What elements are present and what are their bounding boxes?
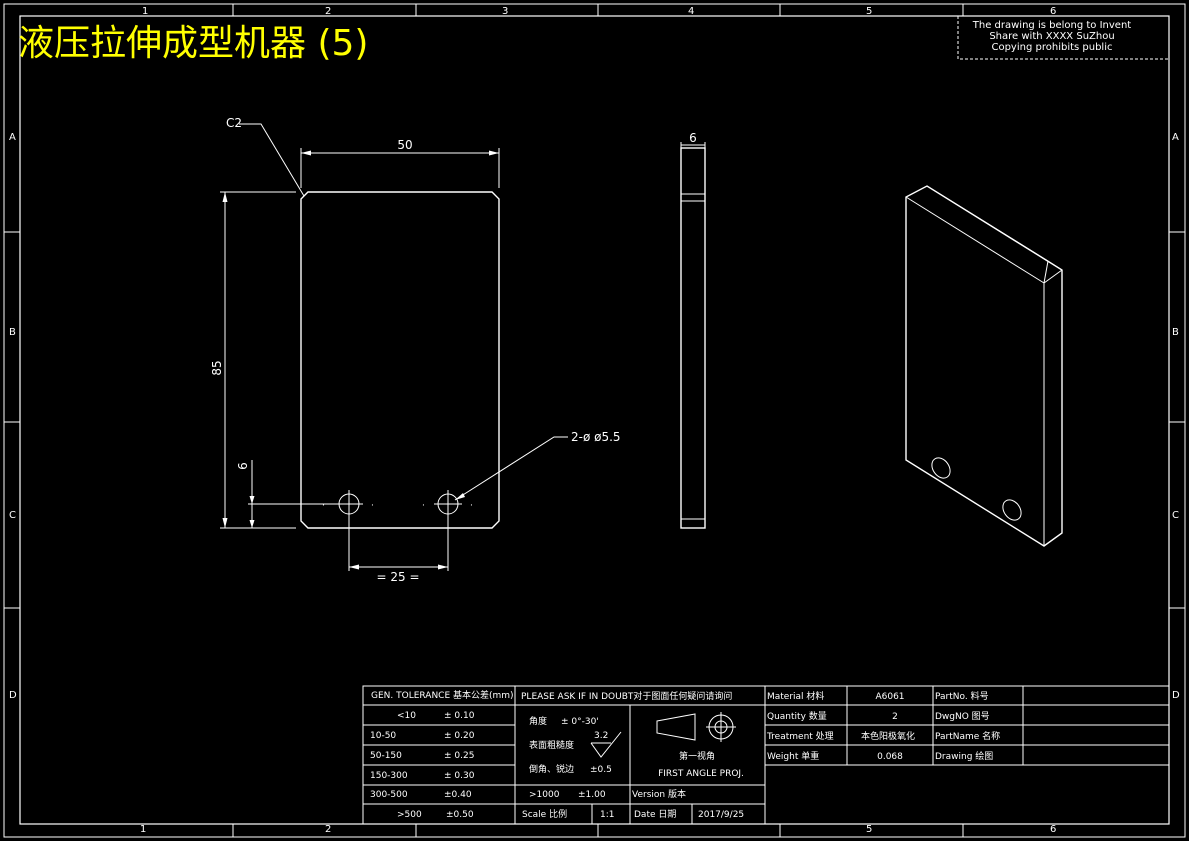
- zone-col-3-top: 3: [502, 6, 508, 17]
- svg-text:角度: 角度: [529, 715, 547, 727]
- svg-text:±0.5: ±0.5: [590, 765, 612, 775]
- treatment-value: 本色阳极氧化: [861, 730, 915, 742]
- dim-hole-offset: 6: [236, 462, 250, 470]
- svg-text:PartNo. 料号: PartNo. 料号: [935, 690, 989, 702]
- isometric-view: [905, 185, 1063, 547]
- title-block: GEN. TOLERANCE 基本公差(mm) <10 ± 0.10 10-50…: [362, 685, 1170, 825]
- svg-text:±1.00: ±1.00: [578, 790, 606, 800]
- zone-col-6-bottom: 6: [1050, 824, 1056, 835]
- svg-text:PartName 名称: PartName 名称: [935, 730, 1000, 742]
- svg-text:50-150: 50-150: [370, 751, 402, 761]
- zone-row-c-left: C: [9, 510, 16, 521]
- svg-text:DwgNO 图号: DwgNO 图号: [935, 711, 990, 722]
- svg-text:·: ·: [422, 501, 425, 511]
- zone-col-4-top: 4: [688, 6, 694, 17]
- zone-row-a-right: A: [1172, 132, 1179, 143]
- zone-col-1-top: 1: [142, 6, 148, 17]
- zone-col-5-top: 5: [866, 6, 872, 17]
- svg-text:± 0°-30': ± 0°-30': [561, 717, 599, 727]
- svg-text:>1000: >1000: [529, 790, 560, 800]
- copyright-line-2: Share with XXXX SuZhou: [989, 31, 1114, 42]
- outer-border: [3, 3, 1186, 838]
- svg-text:Scale 比例: Scale 比例: [522, 808, 567, 820]
- svg-text:·: ·: [322, 501, 325, 511]
- projection-label: FIRST ANGLE PROJ.: [658, 769, 744, 779]
- zone-col-2-top: 2: [325, 6, 331, 17]
- roughness-symbol: [590, 731, 622, 758]
- svg-text:Version 版本: Version 版本: [632, 788, 686, 800]
- zone-col-1-bottom: 1: [140, 824, 146, 835]
- svg-text:Weight 单重: Weight 单重: [767, 750, 819, 762]
- projection-cone-icon: [656, 713, 696, 741]
- chamfer-label: C2: [226, 116, 242, 130]
- zone-row-c-right: C: [1172, 510, 1179, 521]
- drawing-title: 液压拉伸成型机器 (5): [18, 23, 368, 64]
- svg-text:10-50: 10-50: [370, 731, 396, 741]
- svg-text:Date 日期: Date 日期: [634, 809, 676, 820]
- inner-border: [19, 15, 1170, 825]
- svg-text:Material 材料: Material 材料: [767, 690, 824, 702]
- svg-text:·: ·: [371, 501, 374, 511]
- svg-text:300-500: 300-500: [370, 790, 408, 800]
- zone-row-a-left: A: [9, 132, 16, 143]
- copyright-line-3: Copying prohibits public: [991, 42, 1112, 53]
- quantity-value: 2: [892, 712, 898, 722]
- svg-text:±0.50: ±0.50: [446, 810, 474, 820]
- zone-col-5-bottom: 5: [866, 824, 872, 835]
- svg-text:·: ·: [470, 501, 473, 511]
- iso-hole-1: [931, 457, 951, 479]
- svg-text:>500: >500: [397, 810, 422, 820]
- svg-text:Quantity 数量: Quantity 数量: [767, 710, 827, 722]
- front-view: · · · · 50 85 6 = 25 = C2 2-ø ø5.5: [210, 116, 621, 584]
- copyright-line-1: The drawing is belong to Invent: [972, 20, 1132, 31]
- zone-row-d-left: D: [9, 690, 17, 701]
- svg-text:第一视角: 第一视角: [679, 750, 715, 762]
- dim-thickness: 6: [689, 131, 697, 145]
- side-view: 6: [680, 131, 706, 529]
- weight-value: 0.068: [877, 752, 903, 762]
- iso-hole-2: [1002, 499, 1022, 521]
- svg-text:Treatment 处理: Treatment 处理: [766, 730, 834, 742]
- doubt-note: PLEASE ASK IF IN DOUBT对于图面任何疑问请询问: [521, 690, 732, 702]
- zone-row-b-right: B: [1172, 327, 1179, 338]
- dim-height: 85: [210, 360, 224, 375]
- scale-value: 1:1: [600, 810, 614, 820]
- svg-text:±0.40: ±0.40: [444, 790, 472, 800]
- svg-text:Drawing 绘图: Drawing 绘图: [935, 750, 993, 762]
- svg-text:表面粗糙度: 表面粗糙度: [529, 739, 574, 751]
- svg-text:± 0.20: ± 0.20: [444, 731, 475, 741]
- svg-text:倒角、锐边: 倒角、锐边: [529, 763, 574, 775]
- hole-label: 2-ø ø5.5: [571, 430, 621, 444]
- dim-hole-spacing: = 25 =: [376, 570, 419, 584]
- date-value: 2017/9/25: [698, 810, 744, 820]
- zone-col-2-bottom: 2: [325, 824, 331, 835]
- tolerance-header: GEN. TOLERANCE 基本公差(mm): [371, 689, 514, 701]
- svg-text:± 0.25: ± 0.25: [444, 751, 474, 761]
- zone-col-6-top: 6: [1050, 6, 1056, 17]
- zone-ticks: [4, 4, 1185, 837]
- dim-width: 50: [397, 138, 412, 152]
- copyright-box: [957, 15, 1170, 60]
- svg-text:± 0.30: ± 0.30: [444, 771, 475, 781]
- material-value: A6061: [875, 692, 904, 702]
- zone-row-d-right: D: [1172, 690, 1180, 701]
- chamfer-leader: [239, 123, 305, 197]
- zone-row-b-left: B: [9, 327, 16, 338]
- svg-text:3.2: 3.2: [594, 731, 608, 741]
- svg-text:150-300: 150-300: [370, 771, 408, 781]
- svg-text:<10: <10: [397, 711, 416, 721]
- hole-leader: [454, 436, 568, 501]
- svg-text:± 0.10: ± 0.10: [444, 711, 475, 721]
- plate-outline: [300, 191, 500, 529]
